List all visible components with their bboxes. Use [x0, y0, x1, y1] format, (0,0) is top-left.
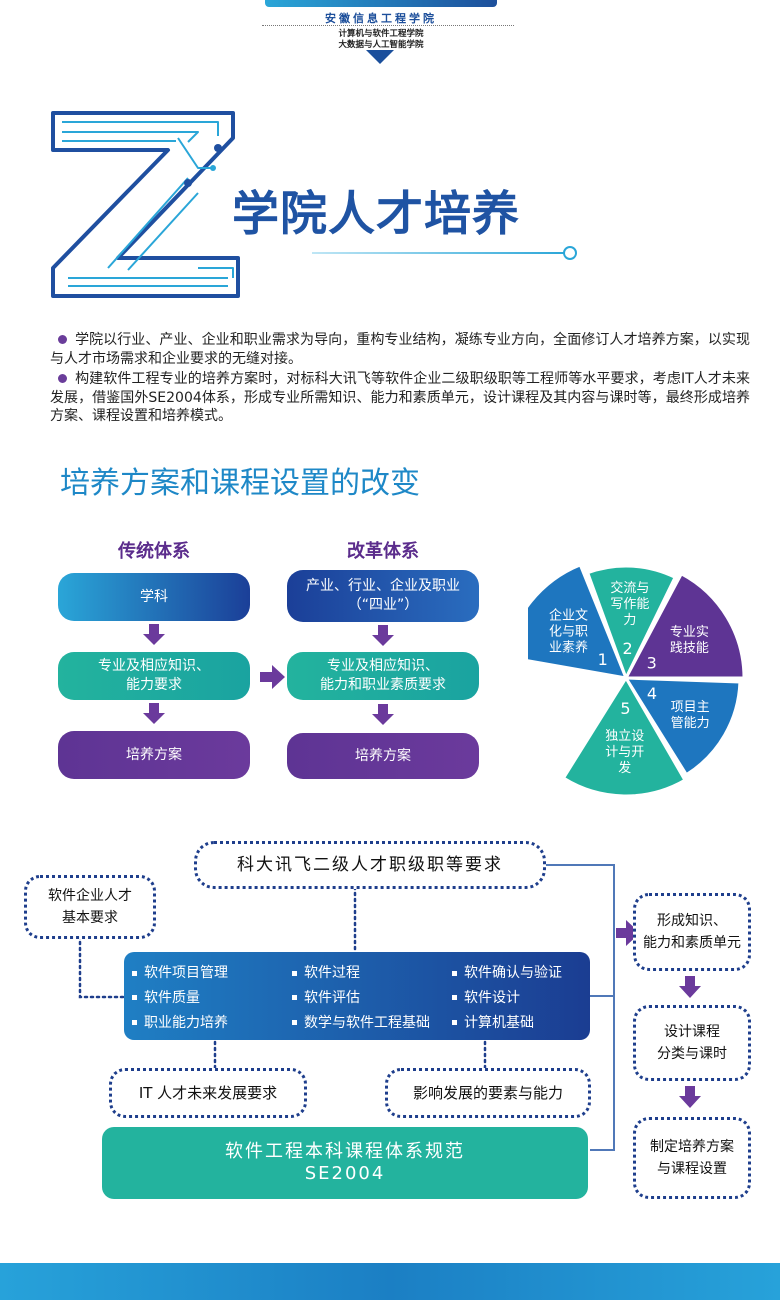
- reform-step-1: 产业、行业、企业及职业 （“四业”）: [287, 570, 479, 622]
- title-underline-dot: [563, 246, 577, 260]
- skill-item: 软件过程: [292, 962, 452, 985]
- segment-label: 专业实践技能: [670, 625, 709, 656]
- skill-label: 软件项目管理: [144, 965, 228, 982]
- skill-bullet-icon: [132, 1020, 137, 1026]
- se2004-title: 软件工程本科课程体系规范: [225, 1141, 465, 1162]
- competence-radial-chart: 1 企业文化与职业素养 2 交流与写作能力 3 专业实践技能 4 项目主管能力 5 独立设计与开发: [528, 562, 746, 798]
- skill-item: 软件项目管理: [132, 962, 292, 985]
- enterprise-requirements-box: 软件企业人才 基本要求: [24, 875, 156, 939]
- iflytek-requirements-box: 科大讯飞二级人才职级职等要求: [194, 841, 546, 889]
- section-title: 培养方案和课程设置的改变: [60, 466, 420, 501]
- header-accent-bar: [265, 0, 497, 7]
- skill-bullet-icon: [292, 1020, 297, 1026]
- skill-item: 软件评估: [292, 987, 452, 1010]
- skill-item: 软件质量: [132, 987, 292, 1010]
- segment-label: 交流与写作能力: [610, 580, 649, 628]
- traditional-step-2: 专业及相应知识、 能力要求: [58, 652, 250, 700]
- intro-paragraph-2: 构建软件工程专业的培养方案时，对标科大讯飞等软件企业二级职级职等工程师等水平要求…: [50, 370, 750, 426]
- skill-bullet-icon: [292, 970, 297, 976]
- skill-item: 数学与软件工程基础: [292, 1011, 452, 1034]
- reform-step-2: 专业及相应知识、 能力和职业素质要求: [287, 652, 479, 700]
- segment-4: [623, 676, 742, 777]
- skill-item: 计算机基础: [452, 1011, 592, 1034]
- header-divider: [262, 25, 514, 26]
- segment-label: 项目主管能力: [671, 700, 710, 731]
- skill-label: 计算机基础: [464, 1014, 534, 1031]
- skill-label: 软件设计: [464, 989, 520, 1006]
- segment-number: 4: [647, 684, 657, 703]
- skill-label: 软件确认与验证: [464, 965, 562, 982]
- reform-heading: 改革体系: [347, 541, 419, 562]
- college-name-2: 大数据与人工智能学院: [338, 40, 424, 50]
- training-plan-box: 制定培养方案 与课程设置: [633, 1117, 751, 1199]
- traditional-step-3: 培养方案: [58, 731, 250, 779]
- form-units-box: 形成知识、 能力和素质单元: [633, 893, 751, 971]
- reform-step-3: 培养方案: [287, 733, 479, 779]
- skill-bullet-icon: [452, 970, 457, 976]
- intro-paragraph-1: 学院以行业、产业、企业和职业需求为导向，重构专业结构，凝练专业方向，全面修订人才…: [50, 331, 750, 368]
- footer-band: [0, 1263, 780, 1300]
- page-title: 学院人才培养: [232, 187, 520, 242]
- bullet-icon: [58, 374, 67, 383]
- skill-bullet-icon: [452, 1020, 457, 1026]
- traditional-step-1: 学科: [58, 573, 250, 621]
- skill-item: 职业能力培养: [132, 1011, 292, 1034]
- skill-bullet-icon: [132, 995, 137, 1001]
- skill-bullet-icon: [292, 995, 297, 1001]
- segment-5: [561, 675, 688, 798]
- skill-bullet-icon: [452, 995, 457, 1001]
- skill-label: 软件质量: [144, 989, 200, 1006]
- skill-item: 软件确认与验证: [452, 962, 592, 985]
- skill-label: 数学与软件工程基础: [304, 1014, 430, 1031]
- skill-label: 职业能力培养: [144, 1014, 228, 1031]
- skills-panel: 软件项目管理 软件过程 软件确认与验证软件质量 软件评估 软件设计职业能力培养 数学与软件…: [124, 952, 590, 1040]
- segment-3: [623, 571, 746, 680]
- skill-label: 软件评估: [304, 989, 360, 1006]
- bullet-icon: [58, 335, 67, 344]
- title-underline: [312, 252, 567, 254]
- traditional-heading: 传统体系: [118, 541, 190, 562]
- se2004-code: SE2004: [304, 1163, 386, 1184]
- segment-2: [585, 564, 678, 682]
- segment-number: 5: [620, 699, 630, 718]
- skill-label: 软件过程: [304, 965, 360, 982]
- skill-item: 软件设计: [452, 987, 592, 1010]
- skill-bullet-icon: [132, 970, 137, 976]
- segment-label: 企业文化与职业素养: [549, 607, 588, 655]
- segment-number: 3: [647, 654, 657, 673]
- header-arrow-icon: [366, 50, 394, 64]
- segment-number: 2: [622, 639, 632, 658]
- impact-factors-box: 影响发展的要素与能力: [385, 1068, 591, 1118]
- segment-1: [528, 562, 629, 680]
- paragraph-text: 学院以行业、产业、企业和职业需求为导向，重构专业结构，凝练专业方向，全面修订人才…: [50, 332, 750, 367]
- college-name-1: 计算机与软件工程学院: [338, 29, 424, 39]
- segment-label: 独立设计与开发: [605, 729, 644, 776]
- paragraph-text: 构建软件工程专业的培养方案时，对标科大讯飞等软件企业二级职级职等工程师等水平要求…: [50, 371, 750, 424]
- se2004-box: 软件工程本科课程体系规范 SE2004: [102, 1127, 588, 1199]
- course-design-box: 设计课程 分类与课时: [633, 1005, 751, 1081]
- it-future-box: IT 人才未来发展要求: [109, 1068, 307, 1118]
- school-name: 安徽信息工程学院: [325, 12, 437, 25]
- z-circuit-logo: [51, 111, 240, 298]
- segment-number: 1: [598, 650, 608, 669]
